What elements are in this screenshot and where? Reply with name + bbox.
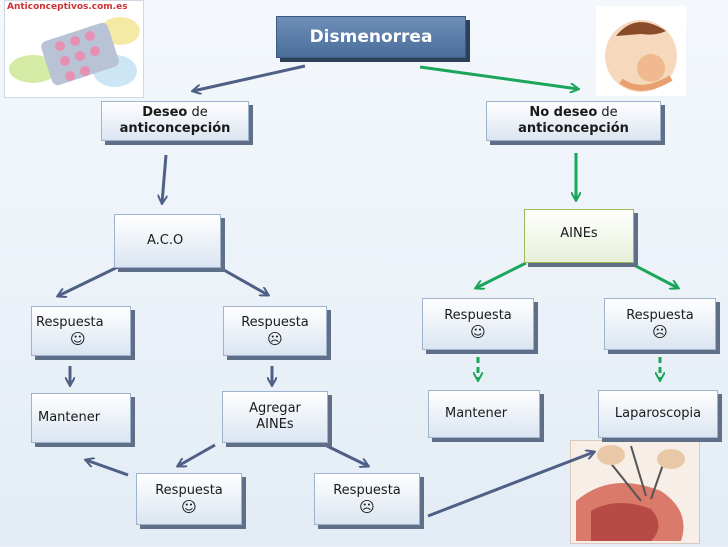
node-deseo-anticoncepcion: Deseo de anticoncepción [101, 101, 249, 141]
node-aco-label: A.C.O [147, 233, 184, 248]
respuesta-label: Respuesta [241, 315, 309, 330]
arrow-aines-to-resp6 [629, 261, 678, 288]
arrow-title-to-deseo [193, 64, 306, 91]
happy-face-icon: ☺ [470, 323, 486, 341]
node-aines-label: AINEs [560, 226, 598, 241]
node-aco: A.C.O [114, 214, 221, 268]
pill-pack-illustration [9, 17, 140, 87]
happy-face-icon: ☺ [70, 330, 86, 348]
arrow-title-to-nodeseo [419, 65, 578, 89]
node-respuesta-happy-right: Respuesta ☺ [422, 298, 534, 350]
agregar-line2: AINEs [256, 417, 294, 432]
sad-face-icon: ☹ [359, 498, 375, 516]
node-mantener-right: Mantener [428, 390, 540, 438]
laparoscopia-label: Laparoscopia [614, 406, 702, 421]
sad-face-icon: ☹ [267, 330, 283, 348]
happy-face-icon: ☺ [181, 498, 197, 516]
node-agregar-aines: Agregar AINEs [222, 391, 328, 443]
diagram-title: Dismenorrea [276, 16, 466, 58]
node-nodeseo-bold: No deseo [529, 105, 598, 120]
respuesta-label: Respuesta [36, 315, 104, 330]
arrow-aco-to-resp1 [58, 263, 123, 296]
agregar-line1: Agregar [249, 401, 301, 416]
node-aines: AINEs [524, 209, 634, 263]
respuesta-label: Respuesta [333, 483, 401, 498]
node-deseo-rest: de [187, 105, 208, 120]
watermark-text: Anticonceptivos.com.es [7, 2, 128, 12]
node-nodeseo-line2: anticoncepción [518, 121, 629, 136]
arrow-agregar-to-resp3 [178, 443, 216, 466]
node-respuesta-sad-left: Respuesta ☹ [223, 306, 327, 356]
mother-baby-illustration [605, 20, 677, 92]
arrow-aines-to-resp5 [476, 261, 527, 288]
mother-baby-image [596, 6, 686, 96]
node-respuesta-sad-right: Respuesta ☹ [604, 298, 716, 350]
node-respuesta-happy-bottom: Respuesta ☺ [136, 473, 242, 525]
node-no-deseo-anticoncepcion: No deseo de anticoncepción [486, 101, 661, 141]
sad-face-icon: ☹ [652, 323, 668, 341]
mantener-label: Mantener [38, 410, 101, 425]
mantener-label: Mantener [445, 406, 508, 421]
respuesta-label: Respuesta [444, 308, 512, 323]
arrow-agregar-to-resp4 [324, 443, 368, 466]
node-nodeseo-rest: de [597, 105, 618, 120]
contraceptive-pills-image: Anticonceptivos.com.es [4, 0, 144, 98]
node-mantener-left: Mantener [31, 393, 131, 443]
respuesta-label: Respuesta [155, 483, 223, 498]
node-deseo-bold: Deseo [142, 105, 188, 120]
respuesta-label: Respuesta [626, 308, 694, 323]
arrow-deseo-to-aco [162, 154, 166, 203]
laparoscopy-illustration [576, 445, 685, 541]
arrow-aco-to-resp2 [214, 263, 268, 295]
node-deseo-line2: anticoncepción [119, 121, 231, 136]
node-respuesta-happy-left: Respuesta ☺ [31, 306, 131, 356]
node-laparoscopia: Laparoscopia [598, 390, 718, 438]
arrow-resp4-to-image [427, 452, 594, 518]
arrow-resp3-to-mantener [86, 460, 129, 477]
node-respuesta-sad-bottom: Respuesta ☹ [314, 473, 420, 525]
